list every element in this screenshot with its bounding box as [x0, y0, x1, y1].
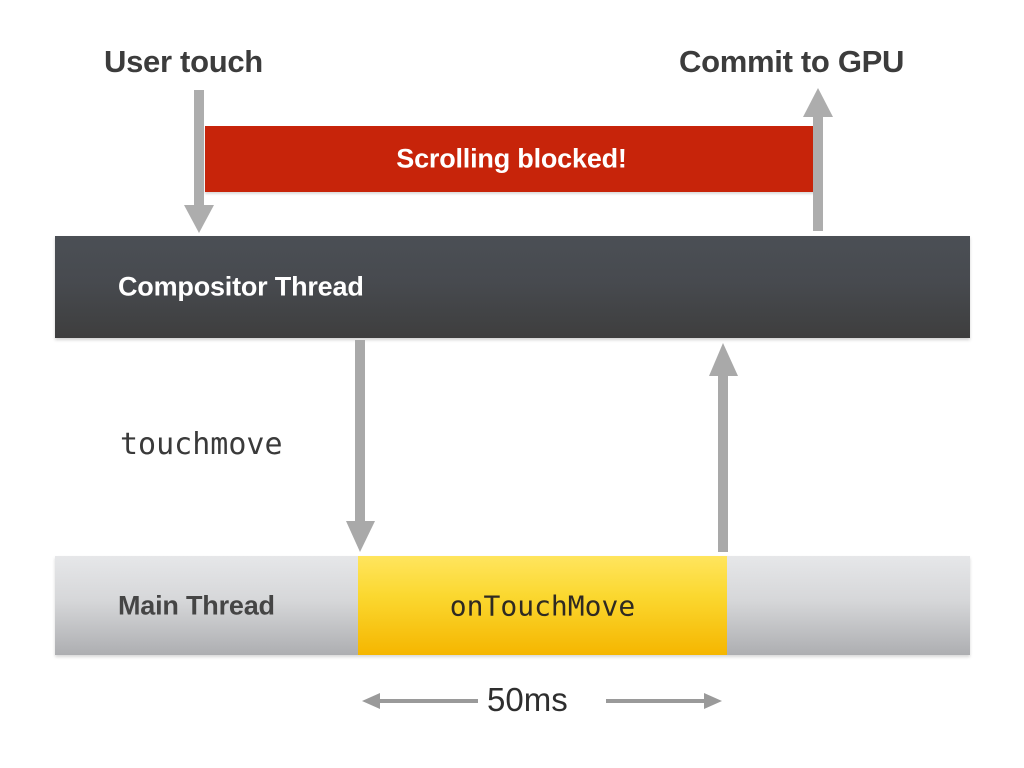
duration-label: 50ms [487, 681, 568, 718]
compositor-thread-label: Compositor Thread [118, 271, 364, 302]
touchmove-dispatch-arrow-icon [346, 340, 375, 552]
scrolling-blocked-label: Scrolling blocked! [396, 143, 627, 174]
handler-return-arrow-icon [709, 343, 738, 552]
scrolling-blocked-bar: Scrolling blocked! [205, 126, 818, 192]
touchmove-event-label: touchmove [120, 427, 283, 462]
main-thread-bar: Main Thread onTouchMove [55, 556, 970, 655]
ontouchmove-handler-label: onTouchMove [449, 589, 636, 622]
compositor-thread-bar: Compositor Thread [55, 236, 970, 338]
main-thread-label: Main Thread [118, 590, 275, 620]
ontouchmove-handler-block: onTouchMove [358, 556, 727, 655]
user-touch-label: User touch [104, 44, 263, 79]
commit-to-gpu-label: Commit to GPU [679, 44, 905, 79]
